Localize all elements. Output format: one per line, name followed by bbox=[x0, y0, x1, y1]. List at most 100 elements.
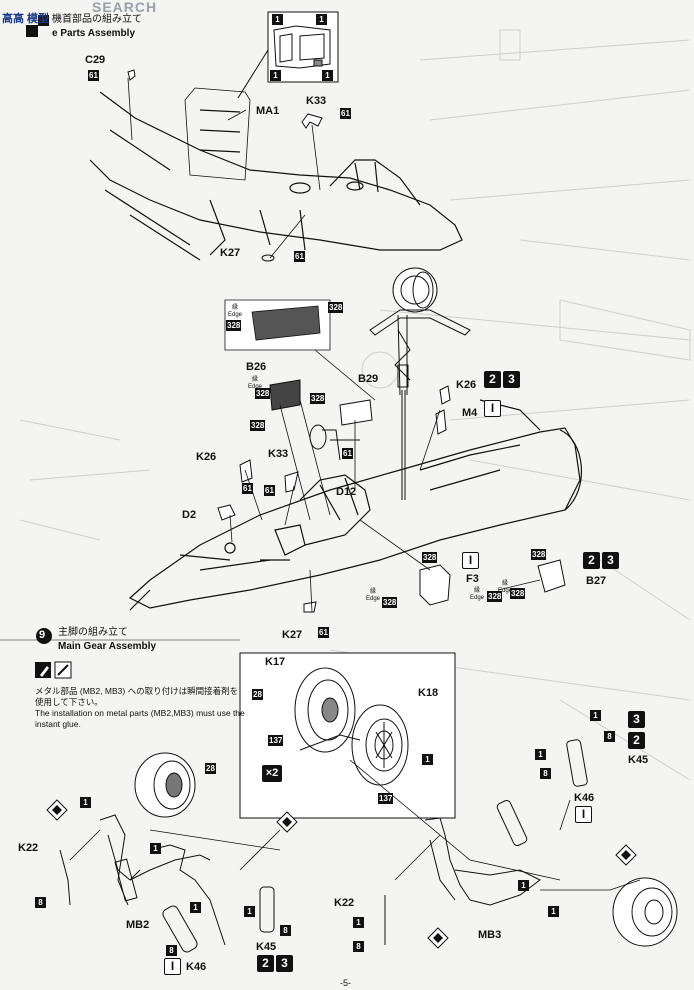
color-328: 328 bbox=[310, 393, 326, 404]
color-61: 61 bbox=[318, 627, 329, 638]
label-b29: B29 bbox=[358, 373, 379, 385]
nose-gear-parts bbox=[369, 267, 471, 500]
label-b26: B26 bbox=[246, 361, 267, 373]
edge-jp: 縁 bbox=[232, 305, 239, 311]
color-137: 137 bbox=[378, 793, 394, 804]
main-gear-right bbox=[384, 739, 678, 947]
variant-3-badge: 3 bbox=[628, 711, 645, 728]
note-en: The installation on metal parts (MB2,MB3… bbox=[35, 708, 245, 729]
label-k22: K22 bbox=[18, 842, 39, 854]
label-k22: K22 bbox=[334, 897, 355, 909]
label-d2: D2 bbox=[182, 509, 197, 521]
color-328: 328 bbox=[382, 597, 398, 608]
step-title-en: Main Gear Assembly bbox=[58, 641, 157, 652]
step-number: 9 bbox=[39, 629, 46, 641]
color-1: 1 bbox=[190, 902, 201, 913]
edge-en: Edge bbox=[228, 312, 243, 318]
color-8: 8 bbox=[166, 945, 177, 956]
variant-2-badge: 2 bbox=[257, 955, 274, 972]
color-328: 328 bbox=[510, 588, 526, 599]
color-328: 328 bbox=[328, 302, 344, 313]
color-8: 8 bbox=[35, 897, 46, 908]
label-mb2: MB2 bbox=[126, 919, 150, 931]
header-title-jp: 機首部品の組み立て bbox=[52, 14, 142, 25]
variant-1-badge: I bbox=[484, 400, 501, 417]
color-61: 61 bbox=[264, 485, 275, 496]
color-328: 328 bbox=[487, 591, 503, 602]
color-1: 1 bbox=[270, 70, 281, 81]
color-8: 8 bbox=[353, 941, 364, 952]
color-328: 328 bbox=[226, 320, 242, 331]
variant-2-badge: 2 bbox=[484, 371, 501, 388]
label-k46: K46 bbox=[574, 792, 595, 804]
color-1: 1 bbox=[422, 754, 433, 765]
color-8: 8 bbox=[604, 731, 615, 742]
color-137: 137 bbox=[268, 735, 284, 746]
variant-1-badge: I bbox=[575, 806, 592, 823]
color-1: 1 bbox=[80, 797, 91, 808]
variant-2-badge: 2 bbox=[583, 552, 600, 569]
edge-jp: 縁 bbox=[252, 377, 259, 383]
label-k18: K18 bbox=[418, 687, 439, 699]
watermark: SEARCH bbox=[92, 0, 158, 15]
variant-2-badge: 2 bbox=[628, 732, 645, 749]
color-1: 1 bbox=[322, 70, 333, 81]
label-k27: K27 bbox=[282, 629, 303, 641]
color-61: 61 bbox=[242, 483, 253, 494]
variant-3-badge: 3 bbox=[276, 955, 293, 972]
main-gear-left bbox=[59, 752, 275, 953]
color-1: 1 bbox=[353, 917, 364, 928]
note-jp: メタル部品 (MB2, MB3) への取り付けは瞬間接着剤を使用して下さい。 bbox=[35, 686, 239, 707]
label-c29: C29 bbox=[85, 54, 106, 66]
color-1: 1 bbox=[590, 710, 601, 721]
page-number: -5- bbox=[340, 978, 351, 988]
header-title-en: e Parts Assembly bbox=[52, 28, 136, 39]
edge-en: Edge bbox=[366, 596, 381, 602]
step-title-jp: 主脚の組み立て bbox=[58, 627, 128, 638]
color-61: 61 bbox=[340, 108, 351, 119]
color-1: 1 bbox=[244, 906, 255, 917]
variant-1-badge: I bbox=[164, 958, 181, 975]
color-1: 1 bbox=[150, 843, 161, 854]
edge-en: Edge bbox=[498, 588, 513, 594]
color-328: 328 bbox=[255, 388, 271, 399]
color-28: 28 bbox=[205, 763, 216, 774]
color-28: 28 bbox=[252, 689, 263, 700]
label-mb3: MB3 bbox=[478, 929, 502, 941]
label-b27: B27 bbox=[586, 575, 607, 587]
tool-icons bbox=[35, 628, 72, 679]
label-d12: D12 bbox=[336, 486, 357, 498]
color-1: 1 bbox=[272, 14, 283, 25]
color-8: 8 bbox=[540, 768, 551, 779]
label-k45: K45 bbox=[628, 754, 649, 766]
multiplier-badge: ×2 bbox=[262, 765, 282, 782]
color-61: 61 bbox=[294, 251, 305, 262]
edge-jp: 縁 bbox=[474, 588, 481, 594]
label-k17: K17 bbox=[265, 656, 286, 668]
label-k26: K26 bbox=[456, 379, 477, 391]
color-1: 1 bbox=[548, 906, 559, 917]
header-logo: 高高 模型 bbox=[2, 13, 50, 25]
edge-jp: 縁 bbox=[370, 589, 377, 595]
label-f3: F3 bbox=[466, 573, 479, 585]
edge-jp: 縁 bbox=[502, 581, 509, 587]
label-ma1: MA1 bbox=[256, 105, 280, 117]
label-k33: K33 bbox=[268, 448, 289, 460]
label-m4: M4 bbox=[462, 407, 478, 419]
variant-3-badge: 3 bbox=[602, 552, 619, 569]
label-k27: K27 bbox=[220, 247, 241, 259]
label-k33: K33 bbox=[306, 95, 327, 107]
label-k26: K26 bbox=[196, 451, 217, 463]
edge-en: Edge bbox=[470, 595, 485, 601]
color-8: 8 bbox=[280, 925, 291, 936]
variant-1-badge: I bbox=[462, 552, 479, 569]
edge-en: Edge bbox=[248, 384, 263, 390]
variant-3-badge: 3 bbox=[503, 371, 520, 388]
fuselage-middle bbox=[128, 399, 583, 611]
color-61: 61 bbox=[342, 448, 353, 459]
